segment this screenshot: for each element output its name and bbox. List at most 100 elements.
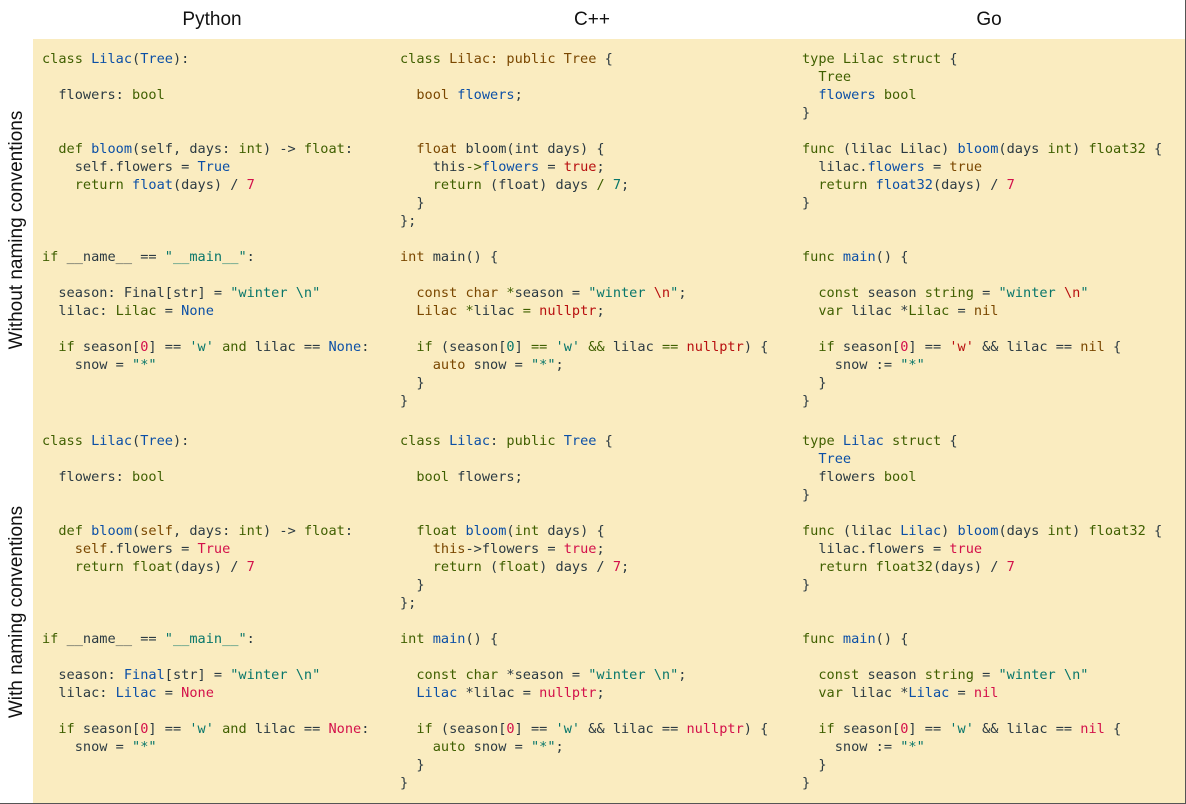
code-token: main [842,249,876,265]
code-token: True [197,541,231,557]
code-token: ; [555,739,564,755]
code-line [42,104,391,122]
code-token: Tree [140,51,173,67]
code-token: "winter \n" [230,667,321,683]
code-line: if __name__ == "__main__": [42,630,391,648]
code-line [42,576,391,594]
code-line [42,648,391,666]
code-line [42,504,391,522]
code-token: (days) / [172,177,247,193]
code-line [400,702,793,720]
code-token: None [328,339,362,355]
code-token: 0 [140,721,149,737]
code-line: type Lilac struct { [802,432,1185,450]
code-token: (season[ [440,721,507,737]
code-token: } [400,757,425,773]
code-token: "winter [588,285,654,301]
code-line [400,450,793,468]
code-token: { [1145,141,1163,157]
code-token: main [432,631,466,647]
code-line: self.flowers = True [42,540,391,558]
code-token: Tree [802,69,852,85]
code-line: def bloom(self, days: int) -> float: [42,522,391,540]
code-line: Tree [802,450,1185,468]
code-python-without: class Lilac(Tree): flowers: bool def blo… [33,39,392,422]
code-token [678,339,686,355]
code-token: string [924,285,974,301]
code-line: } [802,104,1185,122]
code-line: snow = "*" [42,738,391,756]
code-line: } [400,392,793,410]
code-token: nil [973,685,999,701]
corner-cell [0,0,34,40]
code-line: }; [400,594,793,612]
code-token: *season = [506,667,589,683]
code-line [802,230,1185,248]
code-token: == [661,339,679,355]
code-token: = [156,303,182,319]
code-token: return [400,559,491,575]
code-token: float [400,523,466,539]
code-token: * [465,303,474,319]
code-line [42,212,391,230]
code-token: lilac: [42,303,116,319]
code-token: class [400,51,450,67]
code-line: return float32(days) / 7 [802,176,1185,194]
code-token: ) { [743,339,769,355]
code-token: if [42,249,67,265]
code-token: days) { [539,523,605,539]
code-token: int [514,523,540,539]
code-token: int [400,249,433,265]
code-token: flowers [457,87,515,103]
code-token: if [42,721,83,737]
code-token: ; [678,667,687,683]
code-token: (days [998,141,1048,157]
code-token: ( [490,559,499,575]
code-token: ->flowers = [465,541,564,557]
code-token: }; [400,213,417,229]
code-token: } [802,195,811,211]
code-line: func main() { [802,248,1185,266]
code-token: = [949,685,974,701]
code-token: (lilac [842,523,901,539]
code-token: nullptr [539,303,597,319]
code-token: and [213,339,255,355]
code-token: this [400,541,466,557]
code-token: int [238,523,264,539]
code-token: , days: [172,523,239,539]
code-token: ] == [908,339,950,355]
code-line: snow = "*" [42,356,391,374]
code-line: def bloom(self, days: int) -> float: [42,140,391,158]
code-token: func [802,249,843,265]
code-line [802,594,1185,612]
code-token: float32 [1088,523,1146,539]
code-line: return float(days) / 7 [42,176,391,194]
code-token: bool [883,469,917,485]
code-token: bool [400,469,458,485]
code-token: 7 [246,177,255,193]
code-token: int [238,141,263,157]
code-line: lilac: Lilac = None [42,684,391,702]
code-token: nullptr [539,685,597,701]
code-token: ) { [743,721,769,737]
code-line: int main() { [400,630,793,648]
code-line [400,230,793,248]
code-token: (lilac Lilac) [842,141,958,157]
code-line [42,450,391,468]
code-line: lilac.flowers = true [802,158,1185,176]
code-line: lilac.flowers = true [802,540,1185,558]
code-line: return float(days) / 7 [42,558,391,576]
code-token: self [42,541,108,557]
row-label-text: With naming conventions [5,505,27,719]
code-token: : [246,249,255,265]
code-line [400,266,793,284]
code-token: } [400,393,409,409]
code-line [400,68,793,86]
code-token: ): [172,51,190,67]
code-line: type Lilac struct { [802,50,1185,68]
code-token: season: Final[str] = [42,285,231,301]
code-token: flowers: [42,87,133,103]
code-token: \n [653,285,671,301]
code-token: bool [400,87,458,103]
code-token: 7 [612,559,621,575]
